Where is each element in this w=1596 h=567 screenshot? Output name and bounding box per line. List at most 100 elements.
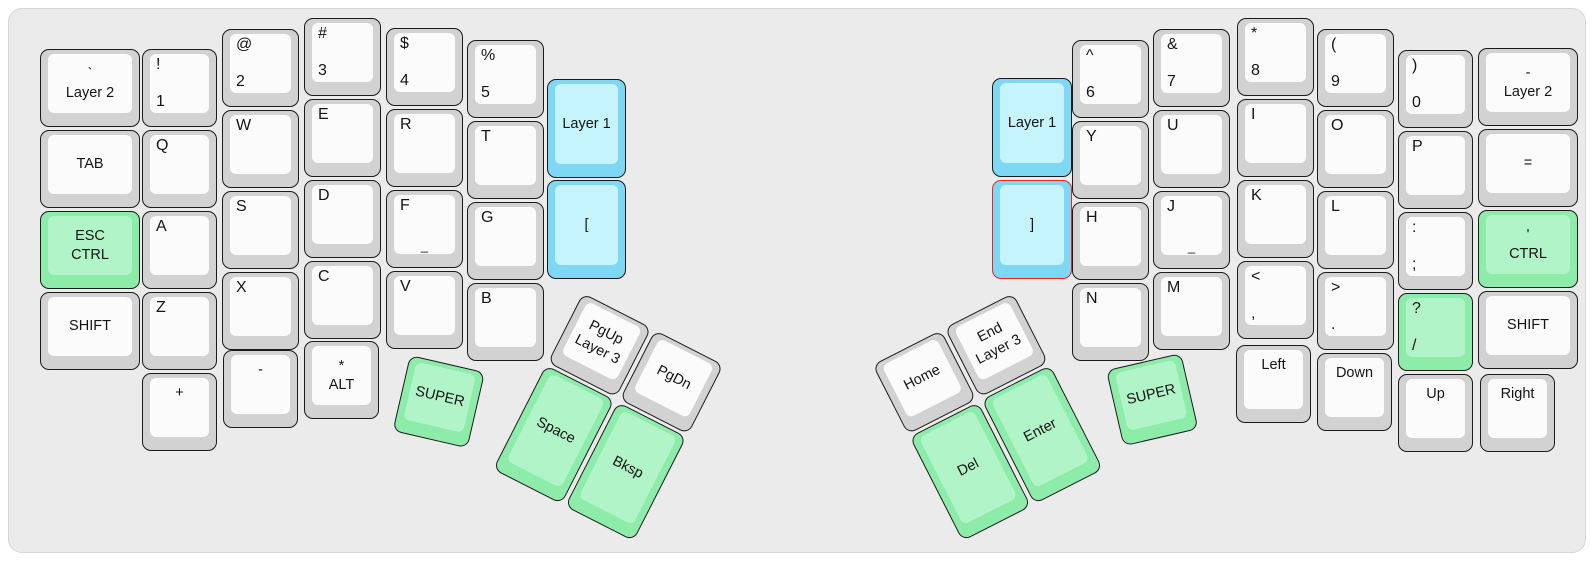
key-legend-line: S	[236, 198, 247, 215]
key-caret-6[interactable]: ^6	[1072, 40, 1149, 118]
key-layer1-left[interactable]: Layer 1	[547, 79, 626, 178]
key-lbracket[interactable]: [	[547, 180, 626, 279]
key-i[interactable]: I	[1237, 99, 1314, 177]
key-dollar-4[interactable]: $4	[386, 28, 463, 106]
key-layer1-right[interactable]: Layer 1	[992, 78, 1072, 177]
keycap-surface: L	[1325, 196, 1386, 255]
key-legend: D	[318, 187, 367, 242]
key-minus[interactable]: -	[223, 350, 298, 428]
key-m[interactable]: M	[1153, 272, 1230, 350]
key-legend-line: A	[156, 218, 167, 235]
key-j[interactable]: J_	[1153, 191, 1230, 269]
key-v[interactable]: V	[386, 271, 463, 349]
key-legend-line: Left	[1261, 357, 1286, 373]
key-legend-line: 3	[318, 62, 327, 79]
key-legend: SUPER	[1121, 363, 1181, 428]
key-equals[interactable]: =	[1478, 129, 1578, 207]
key-legend-line: I	[1251, 106, 1256, 123]
key-legend: O	[1331, 117, 1380, 172]
key-legend: ^6	[1086, 47, 1135, 102]
key-u[interactable]: U	[1153, 110, 1230, 188]
key-legend-line: =	[1523, 155, 1533, 171]
key-tab[interactable]: TAB	[40, 130, 140, 208]
key-quote-ctrl[interactable]: 'CTRL	[1478, 210, 1578, 288]
keycap-surface: $4	[394, 33, 455, 92]
key-left-arrow[interactable]: Left	[1236, 345, 1311, 423]
key-star-8[interactable]: *8	[1237, 18, 1314, 96]
key-h[interactable]: H	[1072, 202, 1149, 280]
keycap-surface: U	[1161, 115, 1222, 174]
key-e[interactable]: E	[304, 99, 381, 177]
key-gt-period[interactable]: >.	[1317, 272, 1394, 350]
key-down-arrow[interactable]: Down	[1317, 353, 1392, 431]
key-legend: (9	[1331, 36, 1380, 91]
key-b[interactable]: B	[467, 283, 544, 361]
key-f[interactable]: F_	[386, 190, 463, 268]
key-hash-3[interactable]: #3	[304, 18, 381, 96]
key-legend: -Layer 2	[1492, 55, 1564, 110]
keycap-surface: Z	[150, 297, 209, 356]
key-d[interactable]: D	[304, 180, 381, 258]
key-g[interactable]: G	[467, 202, 544, 280]
key-legend: V	[400, 278, 449, 333]
key-w[interactable]: W	[222, 110, 299, 188]
key-legend-line: `	[87, 65, 93, 82]
key-rparen-0[interactable]: )0	[1398, 50, 1473, 128]
key-legend-line: Space	[534, 413, 578, 447]
key-legend: ]	[1006, 187, 1058, 263]
keycap-surface: *8	[1245, 23, 1306, 82]
key-colon-semicolon[interactable]: :;	[1398, 212, 1473, 290]
key-o[interactable]: O	[1317, 110, 1394, 188]
key-legend: SUPER	[410, 365, 470, 430]
key-amp-7[interactable]: &7	[1153, 29, 1230, 107]
key-legend-line: P	[1412, 138, 1423, 155]
key-grave-layer2[interactable]: `Layer 2	[40, 49, 140, 127]
key-percent-5[interactable]: %5	[467, 40, 544, 118]
key-right-arrow[interactable]: Right	[1480, 374, 1555, 452]
key-super-left[interactable]: SUPER	[392, 355, 486, 449]
key-legend-line: [	[584, 216, 589, 233]
key-t[interactable]: T	[467, 121, 544, 199]
key-legend: K	[1251, 187, 1300, 242]
key-shift-left[interactable]: SHIFT	[40, 292, 140, 370]
keycap-surface: W	[230, 115, 291, 174]
key-n[interactable]: N	[1072, 283, 1149, 361]
key-up-arrow[interactable]: Up	[1398, 374, 1473, 452]
key-minus-layer2[interactable]: -Layer 2	[1478, 48, 1578, 126]
key-legend-line: Z	[156, 299, 166, 316]
key-p[interactable]: P	[1398, 131, 1473, 209]
key-q[interactable]: Q	[142, 130, 217, 208]
key-y[interactable]: Y	[1072, 121, 1149, 199]
keycap-surface: 'CTRL	[1486, 215, 1570, 274]
key-question-slash[interactable]: ?/	[1398, 293, 1473, 371]
key-r[interactable]: R	[386, 109, 463, 187]
key-k[interactable]: K	[1237, 180, 1314, 258]
key-a[interactable]: A	[142, 211, 217, 289]
key-legend-line: ;	[1412, 256, 1417, 273]
key-legend-line: Layer 1	[1007, 114, 1057, 131]
key-legend: -	[237, 357, 284, 412]
keycap-surface: X	[230, 277, 291, 336]
key-lt-comma[interactable]: <,	[1237, 261, 1314, 339]
key-legend: >.	[1331, 279, 1380, 334]
key-at-2[interactable]: @2	[222, 29, 299, 107]
key-rbracket[interactable]: ]	[992, 180, 1072, 279]
keycap-surface: %5	[475, 45, 536, 104]
key-legend: Down	[1331, 360, 1378, 415]
key-shift-right[interactable]: SHIFT	[1478, 291, 1578, 369]
key-legend-line: R	[400, 116, 412, 133]
key-c[interactable]: C	[304, 261, 381, 339]
key-z[interactable]: Z	[142, 292, 217, 370]
key-star-alt[interactable]: *ALT	[304, 341, 379, 419]
key-s[interactable]: S	[222, 191, 299, 269]
key-legend: A	[156, 218, 203, 273]
keycap-surface: (9	[1325, 34, 1386, 93]
key-x[interactable]: X	[222, 272, 299, 350]
key-lparen-9[interactable]: (9	[1317, 29, 1394, 107]
key-l[interactable]: L	[1317, 191, 1394, 269]
key-plus[interactable]: +	[142, 373, 217, 451]
key-exclam-1[interactable]: !1	[142, 49, 217, 127]
key-super-right[interactable]: SUPER	[1105, 353, 1199, 447]
